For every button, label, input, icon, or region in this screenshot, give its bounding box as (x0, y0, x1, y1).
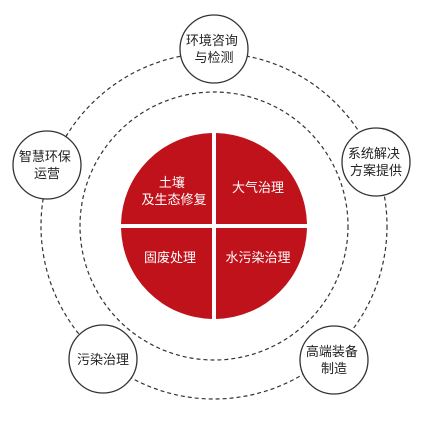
equipment-line-2: 制造 (321, 362, 347, 377)
satellite-equipment-circle (299, 325, 369, 395)
satellite-smart-ops-label: 智慧环保 运营 (19, 149, 75, 182)
satellite-pollution-circle (68, 324, 138, 394)
satellite-equipment: 高端装备 制造 (299, 325, 369, 395)
consulting-line-2: 与检测 (194, 51, 233, 66)
satellite-consulting-label: 环境咨询 与检测 (186, 34, 242, 66)
soil-line-2: 及生态修复 (141, 193, 206, 208)
core-disk: 土壤 及生态修复 大气治理 固废处理 水污染治理 (121, 133, 307, 319)
satellite-consulting-circle (179, 14, 249, 84)
satellite-solutions-label: 系统解决 方案提供 (348, 147, 404, 179)
satellite-solutions: 系统解决 方案提供 (341, 127, 411, 197)
smart-ops-line-2: 运营 (34, 167, 60, 182)
solutions-line-1: 系统解决 (348, 147, 400, 162)
soil-line-1: 土壤 (159, 175, 185, 191)
satellite-consulting: 环境咨询 与检测 (179, 14, 249, 84)
solutions-line-2: 方案提供 (350, 163, 402, 179)
satellite-smart-ops-circle (12, 130, 82, 200)
consulting-line-1: 环境咨询 (186, 34, 238, 49)
satellite-solutions-circle (341, 127, 411, 197)
quadrant-label-air: 大气治理 (232, 180, 284, 196)
equipment-line-1: 高端装备 (306, 344, 358, 360)
quadrant-label-solid-waste: 固废处理 (144, 250, 196, 266)
quadrant-bottom-left (121, 228, 212, 319)
satellite-pollution: 污染治理 (68, 324, 138, 394)
satellite-pollution-label: 污染治理 (77, 353, 129, 368)
satellite-equipment-label: 高端装备 制造 (306, 344, 362, 377)
satellite-smart-ops: 智慧环保 运营 (12, 130, 82, 200)
smart-ops-line-1: 智慧环保 (19, 149, 71, 165)
inner-dashed-ring (79, 91, 349, 361)
quadrant-bottom-right (216, 228, 307, 319)
quadrant-label-water: 水污染治理 (225, 251, 290, 266)
quadrant-top-right (216, 133, 307, 224)
quadrant-label-soil: 土壤 及生态修复 (141, 175, 206, 208)
quadrant-top-left (121, 133, 212, 224)
